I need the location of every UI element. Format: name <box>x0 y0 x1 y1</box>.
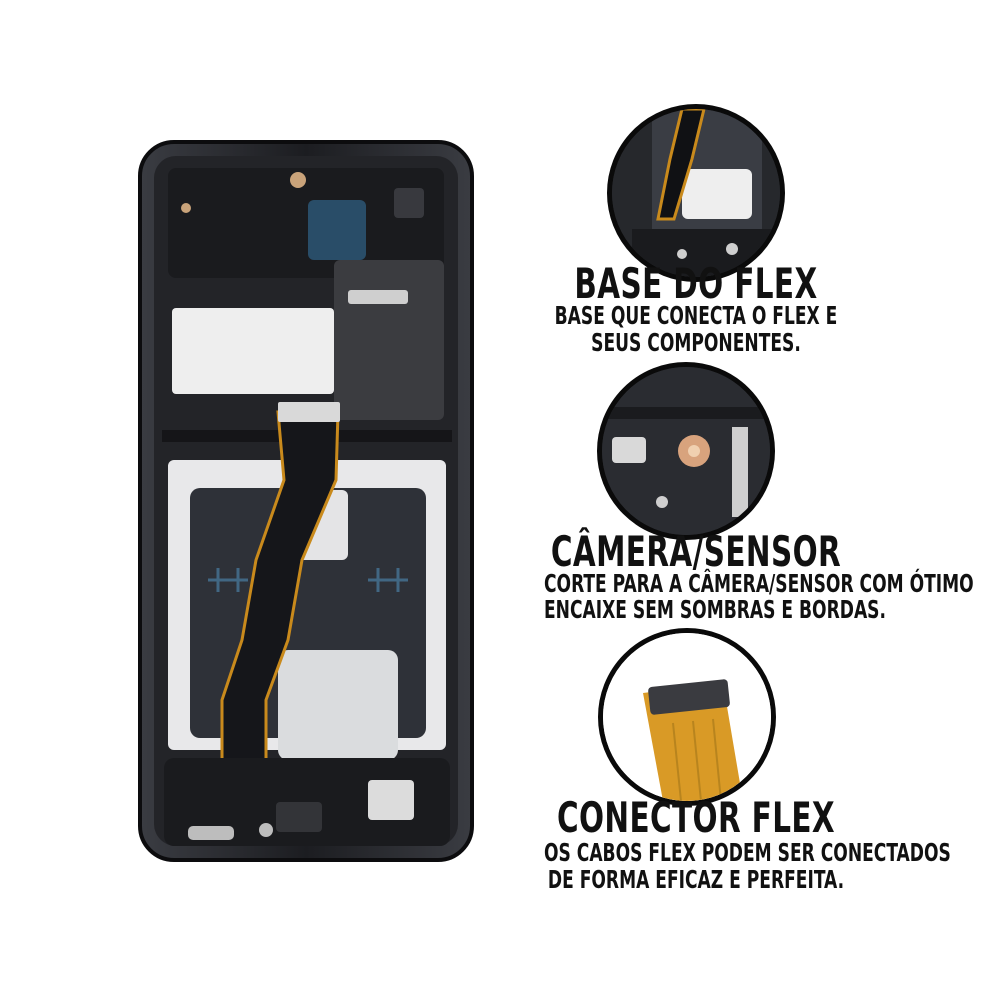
feature-connector-desc-line-2: DE FORMA EFICAZ E PERFEITA. <box>547 865 845 894</box>
feature-connector-desc-line-1: OS CABOS FLEX PODEM SER CONECTADOS <box>544 838 951 867</box>
feature-base-desc-line-1: BASE QUE CONECTA O FLEX E <box>554 301 838 330</box>
feature-base-desc-line-2: SEUS COMPONENTES. <box>591 328 801 357</box>
feature-base-title: BASE DO FLEX <box>574 259 818 308</box>
phone-frame-image <box>138 140 474 862</box>
feature-camera-title: CÂMERA/SENSOR <box>550 527 842 576</box>
feature-camera-desc-line-1: CORTE PARA A CÂMERA/SENSOR COM ÓTIMO <box>544 569 974 598</box>
flex-connector-closeup-image <box>598 628 776 806</box>
flex-base-closeup-image <box>607 104 785 282</box>
camera-sensor-closeup-image <box>597 362 775 540</box>
feature-connector-title: CONECTOR FLEX <box>556 793 836 842</box>
feature-camera-desc-line-2: ENCAIXE SEM SOMBRAS E BORDAS. <box>544 595 886 624</box>
